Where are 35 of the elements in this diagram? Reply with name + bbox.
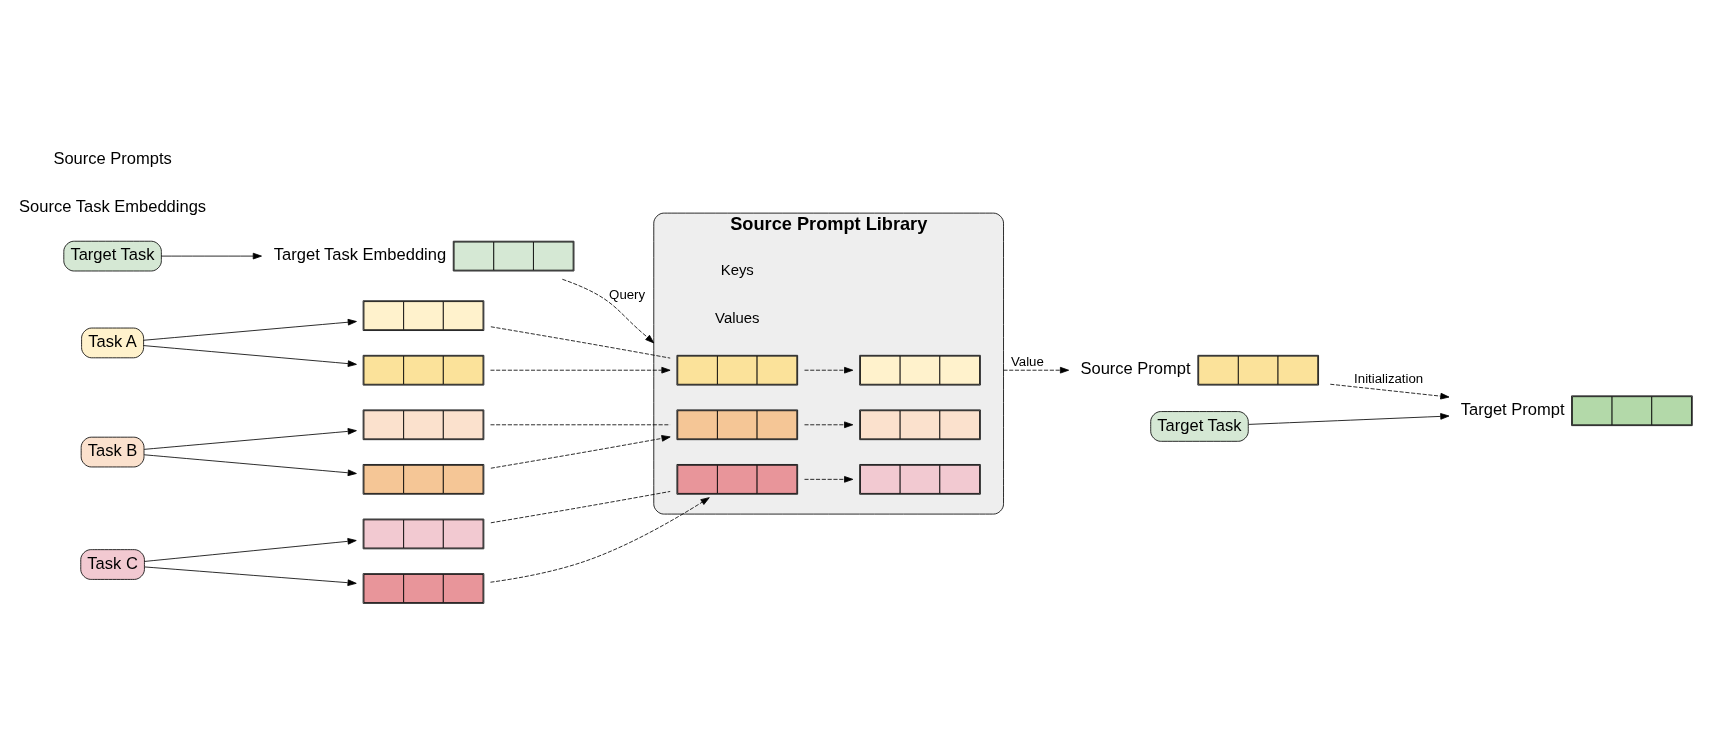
arrow [804,476,854,483]
arrow [804,421,854,429]
connector [490,326,671,359]
node-box: Target Task [63,240,162,272]
node-label: Target Prompt [1460,399,1565,419]
arrow [161,252,262,260]
node-box: Task C [80,549,145,580]
connector [490,424,671,426]
edge-label: Value [1010,353,1044,369]
arrow [490,435,671,469]
node-box: Task B [80,436,145,468]
label: Source Task Embeddings [19,197,207,217]
node-label: Source Prompt [1080,359,1191,379]
arrow [144,538,357,562]
connector [490,491,671,524]
label: Values [715,309,760,326]
arrow [143,318,357,341]
arrow [143,345,357,367]
node-label: Target Task Embedding [273,245,447,265]
arrow [490,497,710,583]
arrow [804,366,854,374]
node-box: Task A [81,327,144,359]
edge-label: Initialization [1354,371,1424,387]
node-box: Target Task [1150,411,1249,442]
edge-label: Query [609,286,646,302]
arrow [143,428,357,450]
arrow [561,278,655,344]
arrow [144,566,357,586]
arrow [1248,413,1450,425]
arrow [1329,383,1450,400]
arrow [490,366,671,374]
label: Source Prompts [53,149,172,169]
arrow [1003,366,1070,374]
arrow [143,454,357,477]
label: Keys [720,261,754,278]
